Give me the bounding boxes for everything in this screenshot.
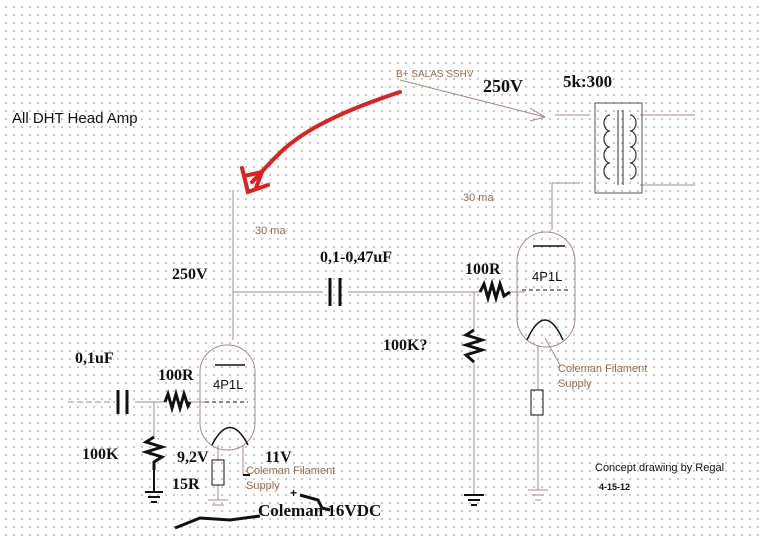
b-plus-label: B+ SALAS SSHV xyxy=(396,69,474,80)
filament-2-pointer xyxy=(544,337,561,366)
ground-4-icon xyxy=(208,499,228,506)
tube-1-label: 4P1L xyxy=(213,377,244,392)
ground-2-icon xyxy=(464,494,484,506)
grid-leak-2 xyxy=(460,328,488,364)
input-cap-label: 0,1uF xyxy=(75,350,114,367)
filament-1-note-line2: Supply xyxy=(246,480,280,492)
current-label-1: 30 ma xyxy=(255,225,286,237)
plus-sign: + xyxy=(290,486,298,500)
cathode-resistor-label: 15R xyxy=(172,476,200,493)
ground-3-icon xyxy=(528,489,548,501)
tube-2-label: 4P1L xyxy=(532,269,563,284)
components xyxy=(116,278,548,530)
stage-1-voltage-label: 250V xyxy=(172,266,208,283)
coupling-cap-label: 0,1-0,47uF xyxy=(320,249,392,266)
grid-stopper-2-label: 100R xyxy=(465,261,501,278)
filament-2-note-line2: Supply xyxy=(558,378,592,390)
tube-1 xyxy=(199,344,256,451)
filament-1-note-line1: Coleman Filament xyxy=(246,465,336,477)
ground-1-icon xyxy=(145,491,163,503)
transformer-ratio-label: 5k:300 xyxy=(563,72,613,91)
coleman-supply-label: Coleman 16VDC xyxy=(258,501,382,520)
filament-2-note-line1: Coleman Filament xyxy=(558,363,648,375)
b-plus-pointer-head xyxy=(529,107,547,122)
output-transformer xyxy=(594,102,643,194)
grid-stopper-2 xyxy=(478,278,511,304)
top-voltage-label: 250V xyxy=(483,76,523,96)
filament-voltage-label: 11V xyxy=(265,449,292,466)
filament-supply-2-box xyxy=(530,389,544,416)
coleman-lead-positive xyxy=(299,493,331,512)
diagram-title: All DHT Head Amp xyxy=(12,110,138,127)
grid-stopper-1 xyxy=(163,388,192,414)
current-label-2: 30 ma xyxy=(463,192,494,204)
grid-leak-1 xyxy=(140,435,168,470)
grid-leak-2-label: 100K? xyxy=(383,337,428,354)
red-arrow-icon xyxy=(240,90,402,195)
bias-voltage-label: 9,2V xyxy=(177,449,209,466)
coleman-lead-negative xyxy=(174,514,261,530)
grid-stopper-1-label: 100R xyxy=(158,367,194,384)
wires xyxy=(68,79,695,500)
b-plus-pointer-line xyxy=(399,79,546,118)
grid-leak-1-label: 100K xyxy=(82,446,119,463)
credit-label: Concept drawing by Regal xyxy=(595,462,725,474)
date-label: 4-15-12 xyxy=(599,482,631,492)
filament-supply-1-box xyxy=(211,459,225,486)
tube-2 xyxy=(516,231,576,348)
